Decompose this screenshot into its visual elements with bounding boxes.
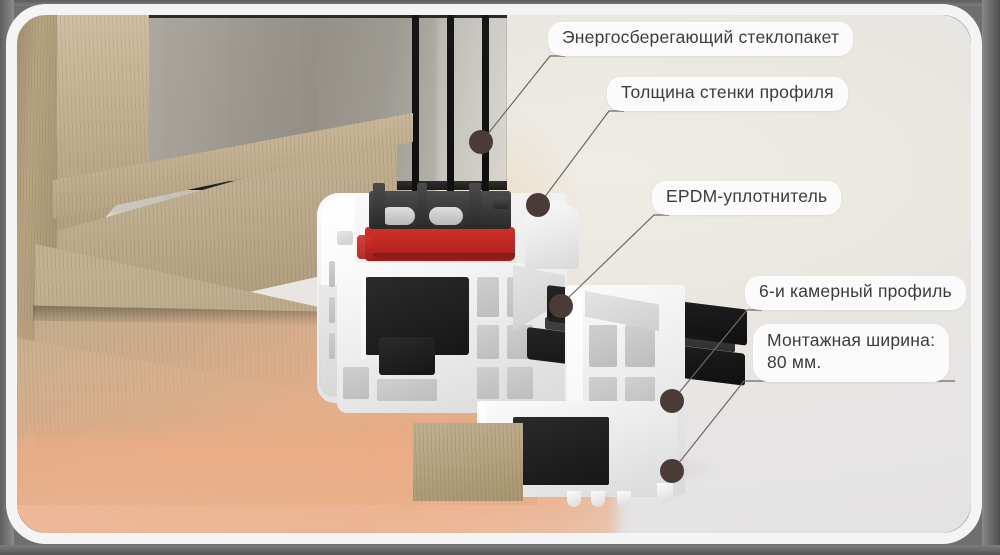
leader-line-mounting-width [677, 380, 955, 465]
profile-foot-2 [591, 491, 605, 507]
chamber-cell-e [477, 367, 499, 399]
chamber-cell-c [477, 325, 499, 359]
chamber-cell-f [507, 367, 533, 399]
sash-latch-notch [337, 231, 353, 245]
sash-rib-3 [329, 333, 335, 359]
chamber-wall-inner [361, 273, 366, 359]
steel-reinforcement-chamber-lower [379, 337, 435, 375]
pvc-profile-cross-section [317, 165, 747, 507]
anchor-dot-epdm [549, 294, 573, 318]
glass-pane-middle [447, 15, 454, 243]
callout-label-epdm-text: EPDM-уплотнитель [666, 186, 828, 206]
profile-foot-1 [567, 491, 581, 507]
device-bezel-top [0, 0, 1000, 6]
hardware-pin-right [493, 197, 509, 209]
wood-infill-under-sash [413, 423, 523, 501]
callout-leader-lines [469, 55, 955, 483]
glass-pane-outer [412, 15, 419, 245]
hardware-bracket-left [373, 183, 385, 229]
profile-foot-4 [657, 483, 673, 503]
glass-top-edge [137, 15, 507, 18]
lower-steel-core [513, 417, 609, 485]
leader-line-glazing [486, 55, 565, 136]
callout-label-glazing-text: Энергосберегающий стеклопакет [562, 27, 840, 47]
frame-chamber-2 [625, 325, 655, 367]
glass-pane-inner [482, 15, 489, 241]
window-profile-diagram-image: Энергосберегающий стеклопакет Толщина ст… [17, 15, 971, 533]
device-bezel-right [982, 0, 1000, 555]
profile-foot-3 [617, 491, 631, 507]
hardware-bracket-right [469, 183, 481, 229]
hardware-roller-2 [429, 207, 463, 225]
callout-label-wall-thickness[interactable]: Толщина стенки профиля [607, 77, 848, 111]
device-bezel-left [0, 0, 14, 555]
leader-line-chambers [677, 309, 762, 395]
reinforcement-red-lip [357, 235, 373, 259]
callout-label-mounting-width-text: Монтажная ширина: 80 мм. [767, 330, 936, 372]
chamber-cell-a [477, 277, 499, 317]
anchor-dot-glazing [469, 130, 493, 154]
callout-label-chambers-text: 6-и камерный профиль [759, 281, 952, 301]
leader-line-wall-thickness [543, 110, 624, 199]
callout-label-epdm[interactable]: EPDM-уплотнитель [652, 181, 842, 215]
callout-label-glazing[interactable]: Энергосберегающий стеклопакет [548, 22, 854, 56]
callout-label-wall-thickness-text: Толщина стенки профиля [621, 82, 834, 102]
anchor-dot-mounting-width [660, 459, 684, 483]
reinforcement-red-block [365, 227, 515, 261]
chamber-cell-h [377, 379, 437, 401]
hardware-bracket-mid [417, 183, 427, 229]
callout-label-mounting-width[interactable]: Монтажная ширина: 80 мм. [753, 324, 950, 382]
callout-label-chambers[interactable]: 6-и камерный профиль [745, 276, 966, 310]
hardware-roller-1 [381, 207, 415, 225]
leader-line-epdm [566, 214, 669, 300]
anchor-dot-wall-thickness [526, 193, 550, 217]
reinforcement-red-shadow [365, 253, 515, 263]
sash-rib-2 [329, 297, 335, 323]
sash-rib-1 [329, 261, 335, 287]
device-bezel-bottom [0, 545, 1000, 555]
frame-chamber-1 [589, 325, 617, 367]
chamber-cell-g [343, 367, 369, 399]
anchor-dot-chambers [660, 389, 684, 413]
